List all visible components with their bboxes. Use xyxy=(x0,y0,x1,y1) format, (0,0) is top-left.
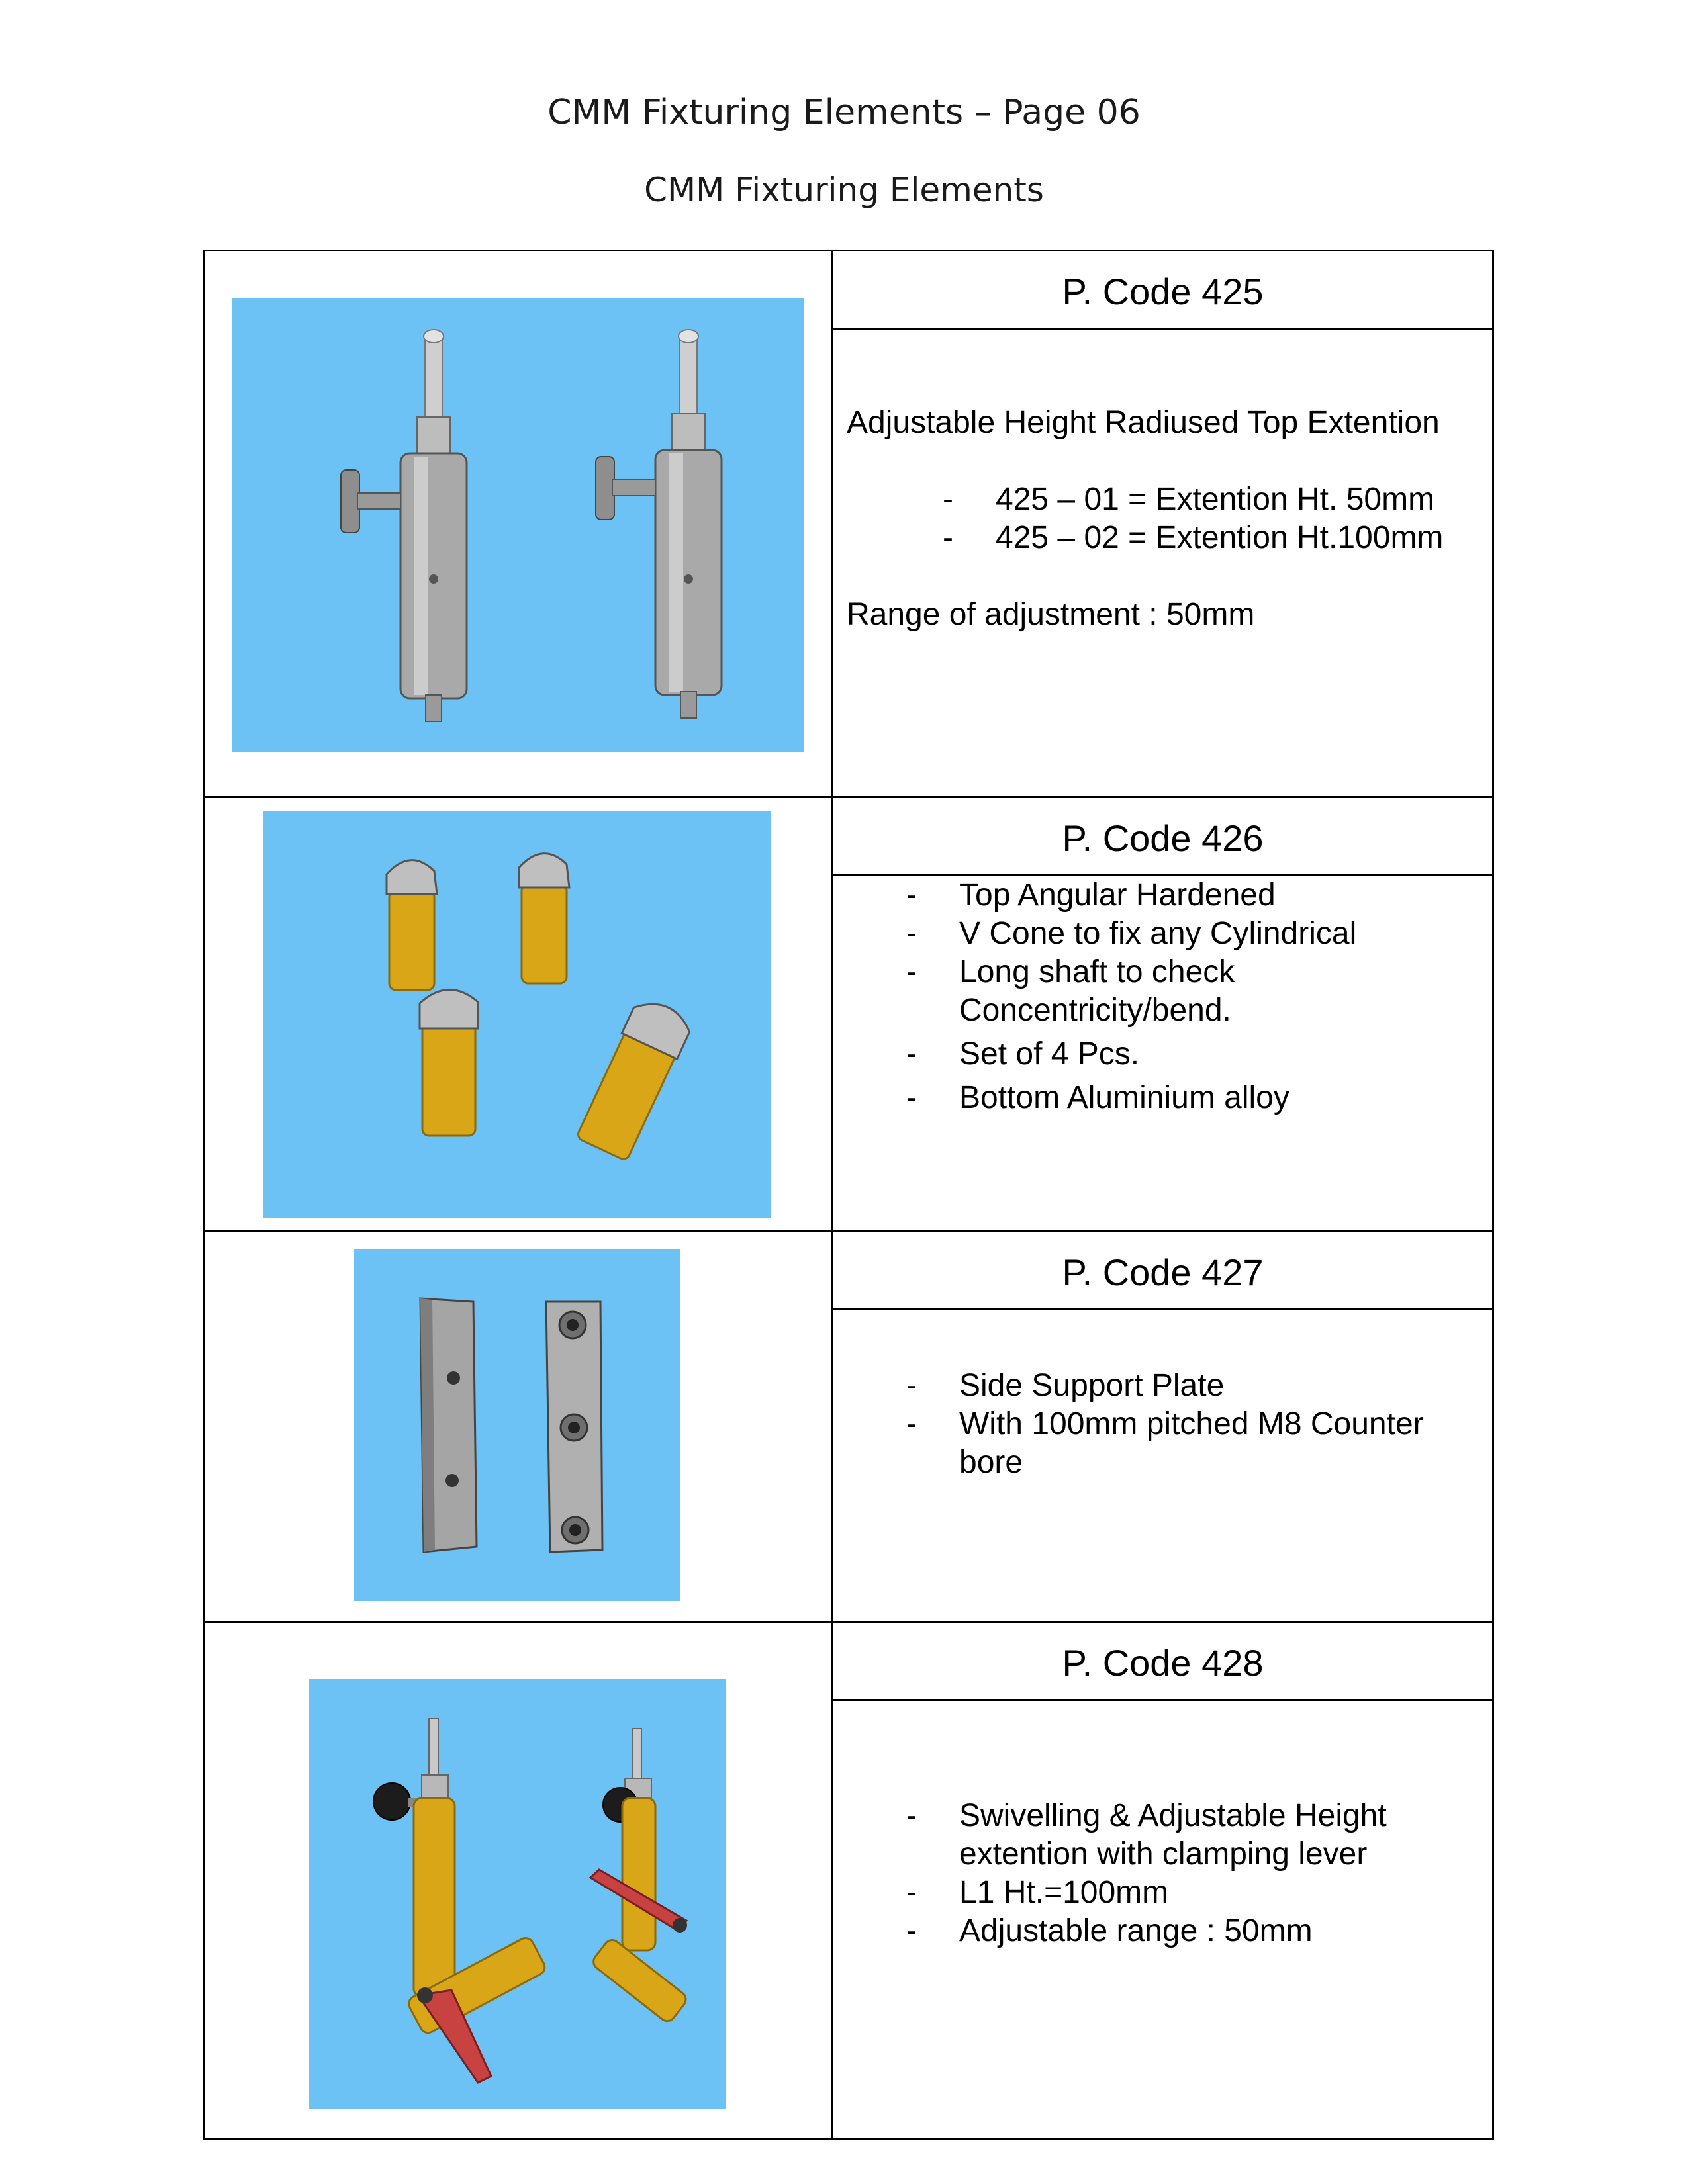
product-description: Swivelling & Adjustable Height extention… xyxy=(833,1701,1492,1950)
height-extension-icon xyxy=(340,329,723,722)
product-code: P. Code 425 xyxy=(833,251,1492,330)
page-title: CMM Fixturing Elements – Page 06 xyxy=(547,93,1141,132)
v-cone-supports-icon xyxy=(385,852,691,1160)
spec-item: Bottom Aluminium alloy xyxy=(847,1079,1479,1117)
product-heading: Adjustable Height Radiused Top Extention xyxy=(847,405,1440,440)
product-description: Top Angular Hardened V Cone to fix any C… xyxy=(833,876,1492,1117)
product-table: P. Code 425 Adjustable Height Radiused T… xyxy=(203,250,1494,2140)
spec-item: Long shaft to check Concentricity/bend. xyxy=(847,953,1479,1030)
spec-list: Top Angular Hardened V Cone to fix any C… xyxy=(847,876,1479,1117)
spec-item: V Cone to fix any Cylindrical xyxy=(847,915,1479,953)
spec-item: Top Angular Hardened xyxy=(847,876,1479,915)
spec-item: Set of 4 Pcs. xyxy=(847,1035,1479,1073)
product-code: P. Code 428 xyxy=(833,1623,1492,1701)
spec-list: 425 – 01 = Extention Ht. 50mm 425 – 02 =… xyxy=(847,480,1479,557)
product-code: P. Code 427 xyxy=(833,1232,1492,1310)
spec-item: Adjustable range : 50mm xyxy=(847,1912,1479,1950)
page-subtitle: CMM Fixturing Elements xyxy=(644,171,1044,209)
spec-list: Side Support Plate With 100mm pitched M8… xyxy=(847,1367,1479,1482)
product-description: Adjustable Height Radiused Top Extention… xyxy=(833,330,1492,634)
product-row-426: P. Code 426 Top Angular Hardened V Cone … xyxy=(203,796,1494,1232)
height-extension-photo xyxy=(232,298,804,752)
side-support-plate-icon xyxy=(419,1297,604,1553)
spec-item: With 100mm pitched M8 Counter bore xyxy=(847,1405,1479,1482)
swivel-extension-photo xyxy=(309,1679,726,2109)
side-support-plate-photo xyxy=(354,1249,680,1601)
info-cell: P. Code 426 Top Angular Hardened V Cone … xyxy=(831,796,1494,1232)
image-cell xyxy=(203,1230,833,1623)
swivel-extension-icon xyxy=(373,1718,688,2084)
info-cell: P. Code 428 Swivelling & Adjustable Heig… xyxy=(831,1621,1494,2140)
image-cell xyxy=(203,796,833,1232)
image-cell xyxy=(203,1621,833,2140)
spec-item: L1 Ht.=100mm xyxy=(847,1874,1479,1912)
product-description: Side Support Plate With 100mm pitched M8… xyxy=(833,1310,1492,1482)
info-cell: P. Code 427 Side Support Plate With 100m… xyxy=(831,1230,1494,1623)
product-code: P. Code 426 xyxy=(833,798,1492,876)
product-row-427: P. Code 427 Side Support Plate With 100m… xyxy=(203,1230,1494,1623)
spec-item: Swivelling & Adjustable Height extention… xyxy=(847,1797,1479,1874)
info-cell: P. Code 425 Adjustable Height Radiused T… xyxy=(831,250,1494,798)
product-row-425: P. Code 425 Adjustable Height Radiused T… xyxy=(203,250,1494,798)
product-row-428: P. Code 428 Swivelling & Adjustable Heig… xyxy=(203,1621,1494,2140)
adjustment-range: Range of adjustment : 50mm xyxy=(847,597,1255,632)
image-cell xyxy=(203,250,833,798)
spec-item: 425 – 02 = Extention Ht.100mm xyxy=(847,519,1479,557)
v-cone-supports-photo xyxy=(263,811,771,1218)
spec-item: 425 – 01 = Extention Ht. 50mm xyxy=(847,480,1479,519)
spec-list: Swivelling & Adjustable Height extention… xyxy=(847,1797,1479,1950)
spec-item: Side Support Plate xyxy=(847,1367,1479,1405)
